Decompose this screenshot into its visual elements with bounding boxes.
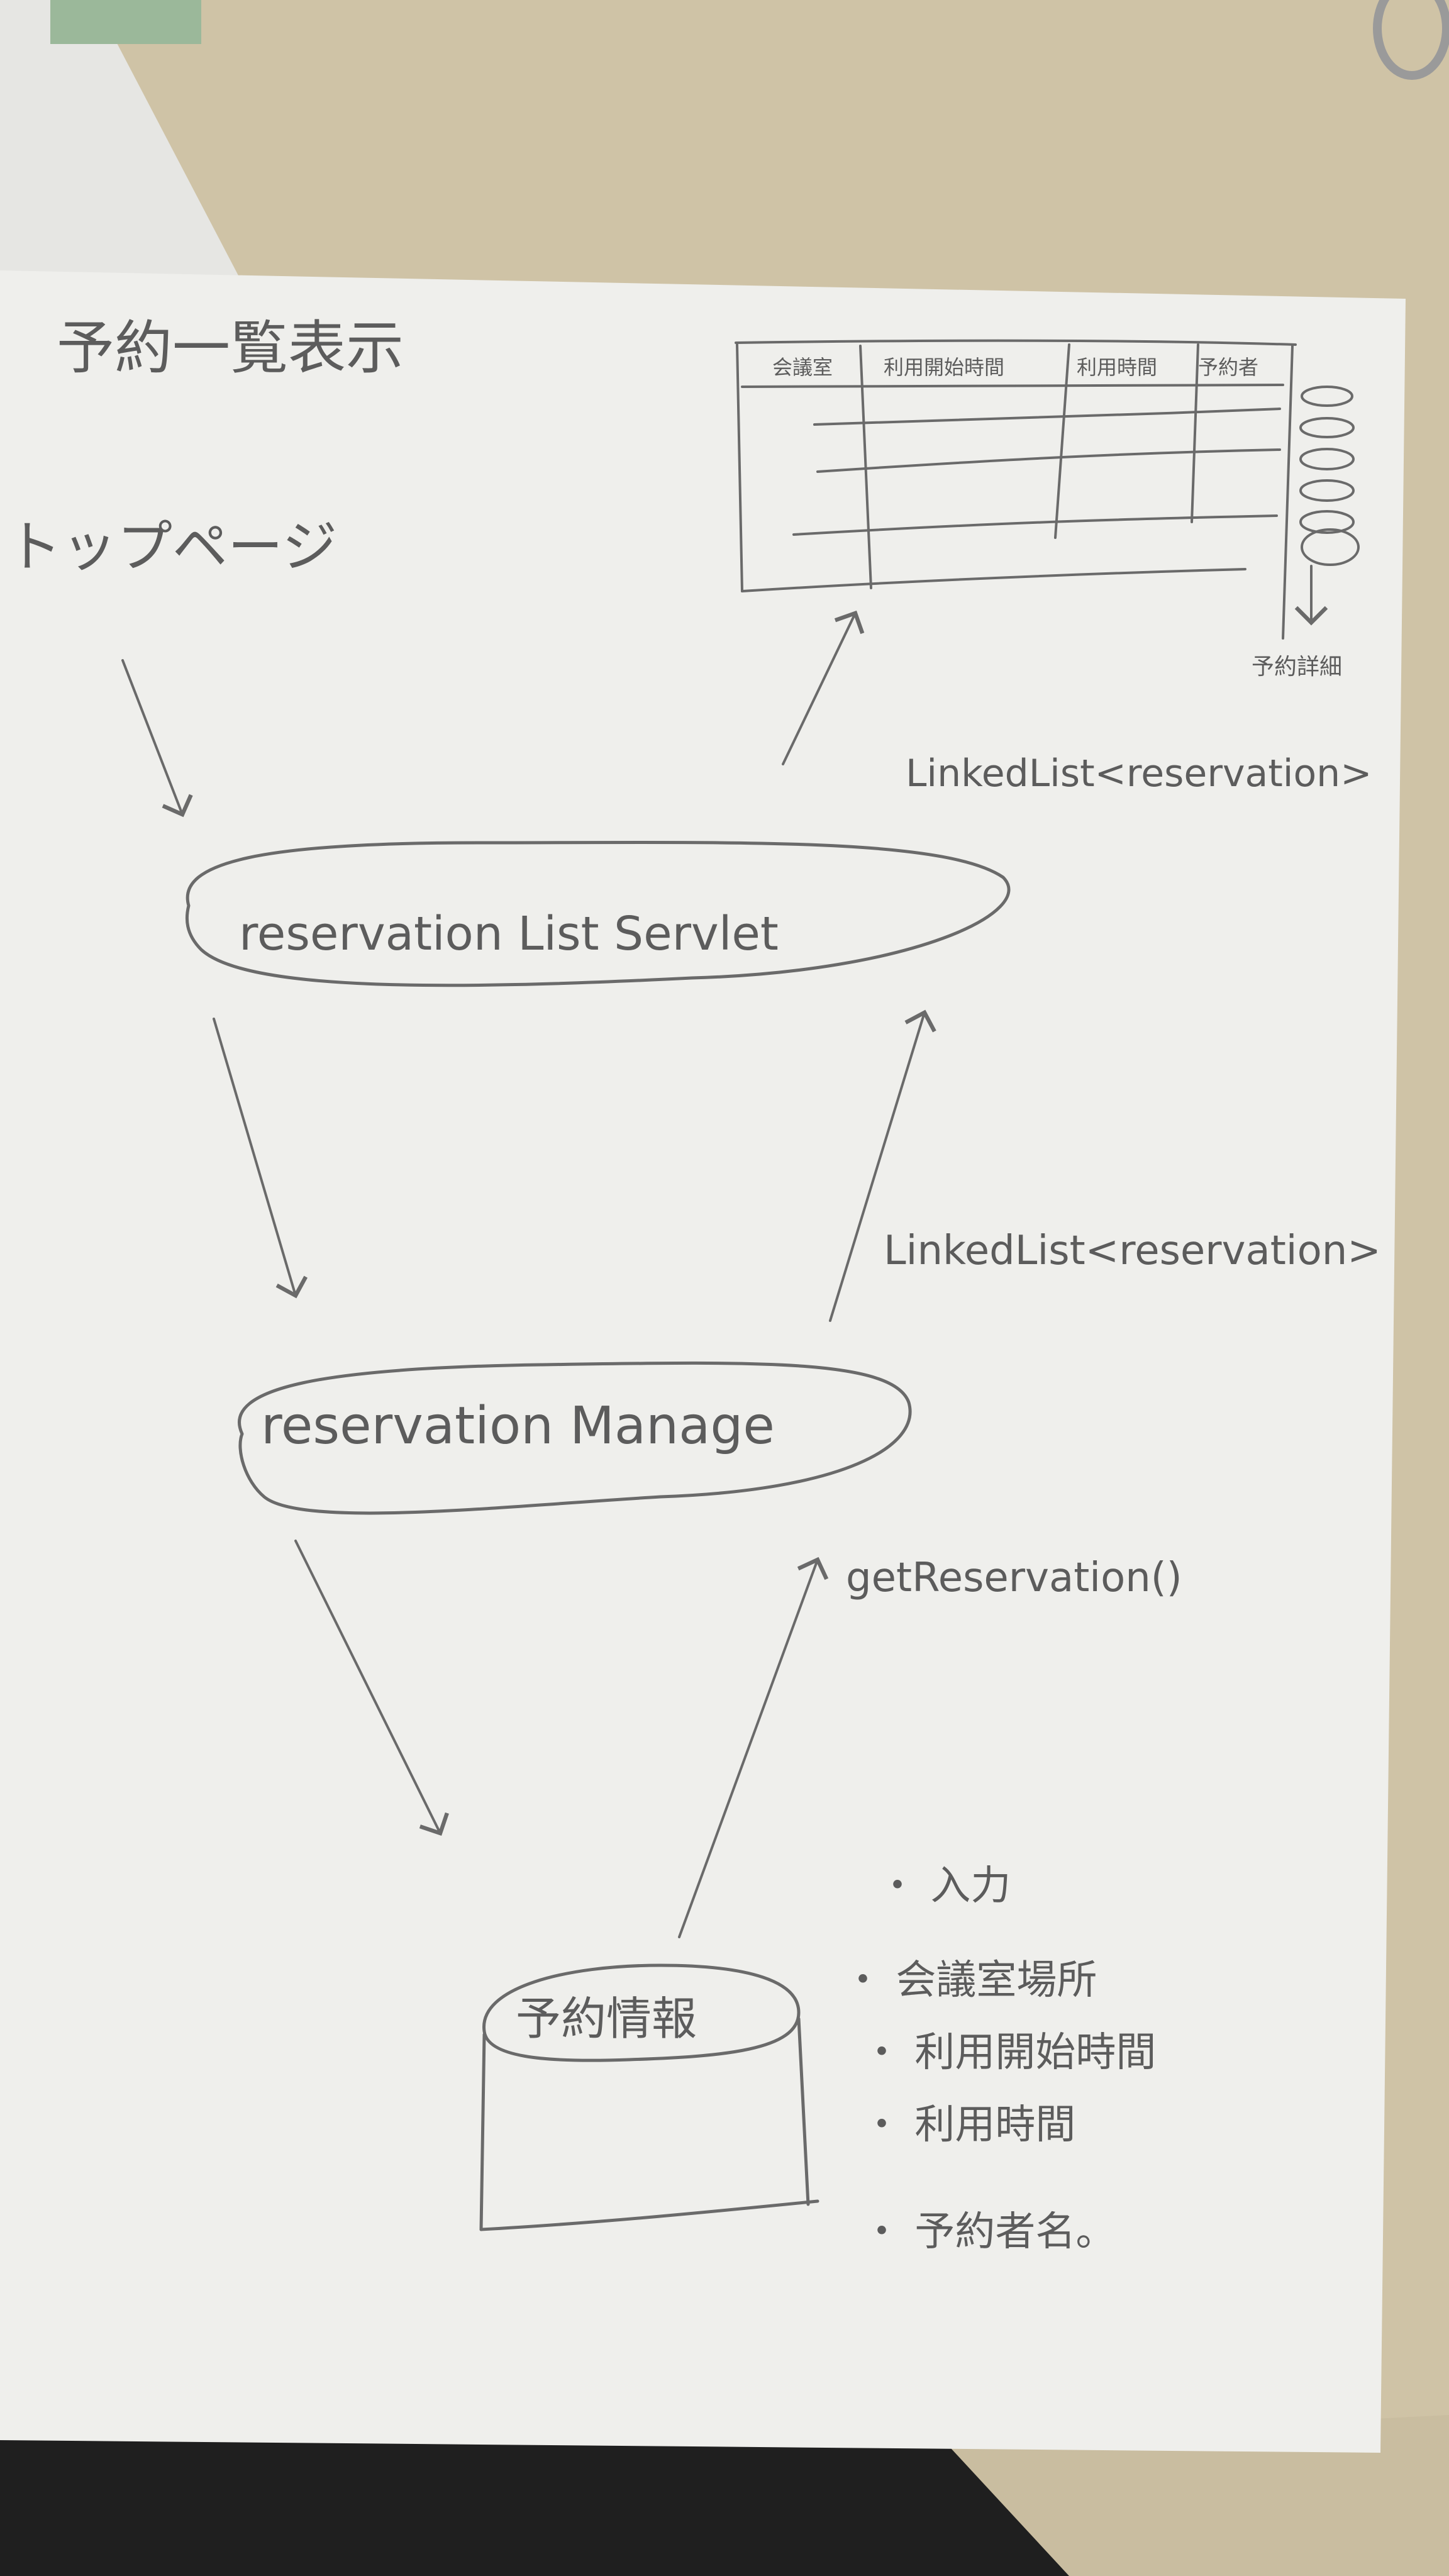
servlet-response-label: LinkedList<reservation> xyxy=(906,752,1372,796)
database-cylinder: 予約情報 xyxy=(479,1963,819,2231)
field-item: ・ 会議室場所 xyxy=(843,1957,1097,2004)
top-page-label: トップページ xyxy=(6,514,337,579)
arrow-servlet-to-manager xyxy=(213,1018,308,1299)
servlet-ellipse xyxy=(185,840,1011,987)
arrow-servlet-to-table xyxy=(782,610,865,765)
manager-ellipse xyxy=(238,1361,912,1515)
background-paper-top-left xyxy=(0,0,239,277)
manager-response-label: LinkedList<reservation> xyxy=(884,1228,1381,1274)
get-reservation-method: getReservation() xyxy=(846,1555,1182,1601)
arrow-toppage-to-servlet xyxy=(121,659,193,818)
arrow-manager-to-db xyxy=(294,1540,449,1836)
database-field-list: ・ 入力 ・ 会議室場所 ・ 利用開始時間 ・ 利用時間 ・ 予約者名。 xyxy=(843,1863,1156,2255)
binder-ring xyxy=(1373,0,1449,80)
manager-label: reservation Manage xyxy=(261,1396,775,1456)
table-sketch: 会議室 利用開始時間 利用時間 予約者 予約詳細 xyxy=(735,339,1360,680)
database-label: 予約情報 xyxy=(516,1992,697,2045)
green-cloth xyxy=(50,0,201,44)
desk-bottom-right xyxy=(943,2415,1449,2576)
table-header-duration: 利用時間 xyxy=(1077,355,1157,379)
reservation-detail-note: 予約詳細 xyxy=(1252,654,1342,680)
field-item: ・ 予約者名。 xyxy=(862,2209,1116,2255)
table-header-room: 会議室 xyxy=(772,355,833,379)
arrow-manager-to-servlet xyxy=(829,1009,936,1322)
table-header-reserver: 予約者 xyxy=(1198,355,1258,379)
field-item: ・ 入力 xyxy=(877,1863,1011,1909)
field-item: ・ 利用時間 xyxy=(862,2102,1075,2148)
field-item: ・ 利用開始時間 xyxy=(862,2029,1156,2076)
page-title: 予約一覧表示 xyxy=(57,314,404,382)
arrow-db-to-manager xyxy=(678,1557,829,1938)
table-header-start-time: 利用開始時間 xyxy=(884,355,1004,379)
servlet-label: reservation List Servlet xyxy=(239,907,779,961)
